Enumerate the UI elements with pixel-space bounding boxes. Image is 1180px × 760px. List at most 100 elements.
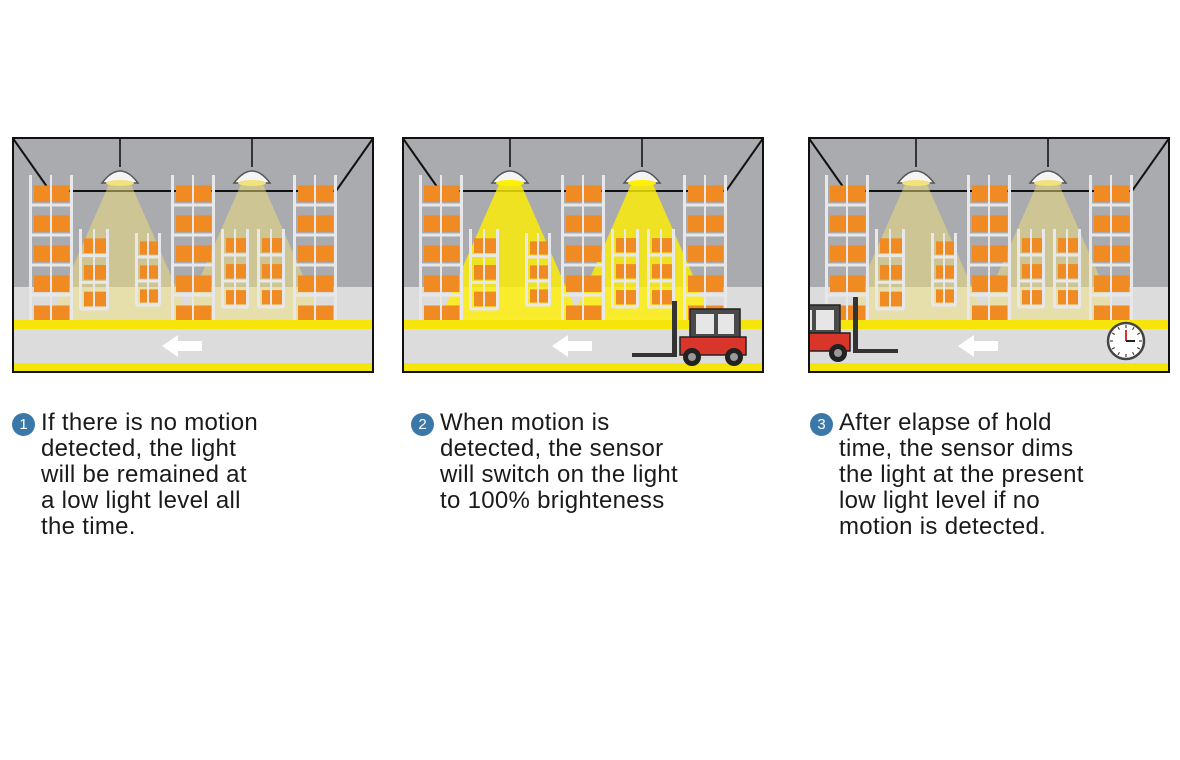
rack-post	[221, 229, 224, 307]
cargo-box	[1094, 215, 1112, 232]
rack-post	[902, 229, 905, 309]
cargo-box	[566, 275, 584, 292]
cargo-box	[176, 215, 194, 232]
cargo-box	[441, 215, 460, 232]
rack-post	[50, 175, 52, 325]
rack-post	[79, 229, 82, 309]
storage-rack	[79, 229, 109, 311]
cargo-box	[262, 238, 273, 253]
cargo-box	[94, 238, 107, 253]
cargo-box	[140, 241, 151, 255]
cargo-box	[566, 215, 584, 232]
cargo-box	[972, 215, 990, 232]
cargo-box	[661, 264, 673, 279]
storage-rack	[221, 229, 249, 309]
cargo-box	[51, 245, 70, 262]
cargo-box	[474, 238, 486, 253]
cargo-box	[1111, 185, 1130, 202]
rack-post	[724, 175, 727, 325]
lamp-bulb	[106, 180, 134, 186]
cargo-box	[424, 275, 442, 292]
rack-post	[1066, 229, 1068, 307]
cargo-box	[1094, 245, 1112, 262]
cargo-box	[51, 215, 70, 232]
cargo-box	[880, 238, 892, 253]
cargo-box	[474, 291, 486, 307]
forklift-icon	[632, 301, 747, 366]
rack-post	[660, 229, 662, 307]
rack-post	[419, 175, 422, 325]
light-beam	[978, 182, 1118, 319]
cargo-box	[315, 245, 334, 262]
cargo-box	[989, 185, 1008, 202]
cargo-box	[315, 185, 334, 202]
lamp-shade	[100, 170, 140, 184]
panel-frame	[12, 137, 374, 373]
cargo-box	[51, 185, 70, 202]
lamp-bulb	[1034, 180, 1062, 186]
cargo-box	[315, 215, 334, 232]
cargo-box	[441, 305, 460, 322]
cargo-box	[1067, 264, 1079, 279]
light-beam	[50, 182, 190, 319]
cargo-box	[936, 265, 947, 279]
cargo-box	[34, 275, 52, 292]
cargo-box	[84, 265, 96, 280]
light-beam	[572, 182, 712, 319]
storage-rack	[293, 175, 337, 327]
cargo-box	[566, 185, 584, 202]
cargo-box	[1022, 264, 1033, 279]
cargo-box	[1058, 264, 1069, 279]
rack-post	[496, 229, 499, 309]
rack-post	[561, 175, 564, 325]
storage-rack	[1017, 229, 1045, 309]
clock-tick	[1131, 351, 1135, 356]
cargo-box	[688, 275, 706, 292]
panel-frame	[402, 137, 764, 373]
cargo-box	[989, 245, 1008, 262]
light-beam	[440, 182, 580, 319]
cargo-box	[616, 264, 627, 279]
cargo-box	[176, 275, 194, 292]
forklift-mast	[672, 301, 677, 357]
cargo-box	[1031, 238, 1043, 253]
rack-post	[270, 229, 272, 307]
lamp-shade	[232, 170, 272, 184]
cargo-box	[661, 238, 673, 253]
cargo-box	[140, 289, 151, 303]
rack-post	[1053, 229, 1056, 307]
cargo-box	[936, 289, 947, 303]
rack-post	[29, 175, 32, 325]
forklift-fork	[854, 349, 898, 353]
lamp-bulb	[902, 180, 930, 186]
cargo-box	[625, 264, 637, 279]
cargo-box	[298, 215, 316, 232]
floor-lane-stripe	[12, 320, 374, 329]
storage-rack	[647, 229, 675, 309]
cargo-box	[944, 265, 955, 279]
rack-post	[314, 175, 316, 325]
rack-post	[257, 229, 260, 307]
rack-post	[866, 175, 869, 325]
forklift-hub	[730, 353, 738, 361]
cargo-box	[235, 290, 247, 305]
cargo-box	[830, 215, 848, 232]
cargo-box	[583, 245, 602, 262]
cargo-box	[1111, 305, 1130, 322]
cargo-box	[1067, 238, 1079, 253]
rack-post	[1042, 229, 1045, 307]
cargo-box	[1022, 238, 1033, 253]
storage-rack	[29, 175, 73, 327]
clock-tick	[1117, 326, 1121, 331]
cargo-box	[298, 245, 316, 262]
floor-lane-stripe	[808, 320, 1170, 329]
ceiling-edge	[12, 137, 51, 192]
cargo-box	[271, 238, 283, 253]
cargo-box	[298, 275, 316, 292]
cargo-box	[441, 245, 460, 262]
lamp-bulb	[628, 180, 656, 186]
cargo-box	[830, 245, 848, 262]
clock-tick	[1136, 346, 1141, 350]
cargo-box	[262, 264, 273, 279]
cargo-box	[484, 238, 497, 253]
